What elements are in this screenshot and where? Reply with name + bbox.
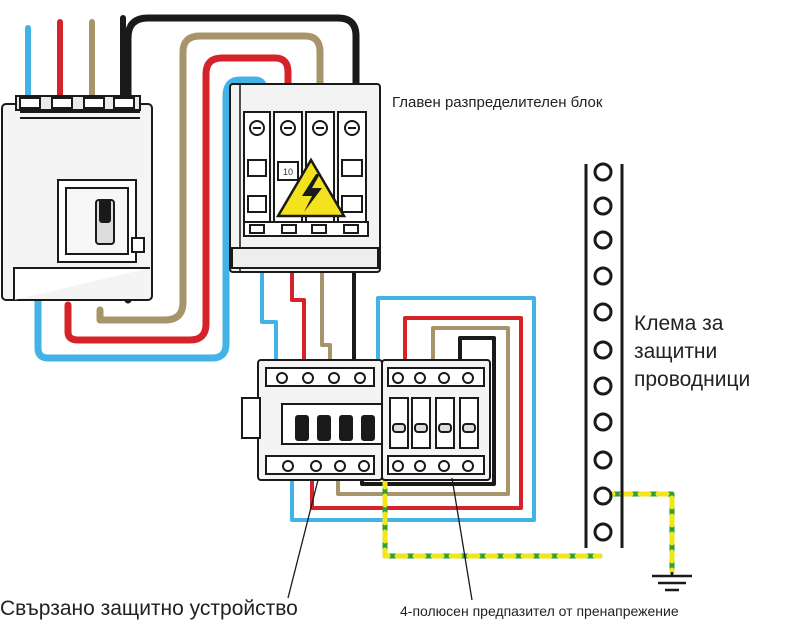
high-voltage-warning-icon (275, 157, 347, 218)
pe-wire-green (382, 475, 603, 559)
rcd-label: Свързано защитно устройство (0, 597, 298, 620)
spd-wire-blue (290, 296, 536, 522)
distribution-block (229, 83, 381, 273)
protective-bar-label: Клема за защитни проводници (634, 310, 794, 394)
spd-wire-black (360, 336, 496, 486)
block-number: 10 (283, 167, 293, 177)
spd-wire-brown (336, 326, 510, 496)
protective-bar-label-line3: проводници (634, 368, 751, 391)
spd-leader-line (451, 477, 473, 601)
drop-wire-brown (320, 238, 332, 368)
earth-wire-yellow (601, 491, 675, 575)
loop-wire-brown (96, 32, 324, 324)
bus-column-1 (243, 111, 271, 233)
rcd-device (241, 359, 383, 481)
loop-wire-black (124, 14, 360, 304)
protective-bar-label-line2: защитни (634, 340, 718, 363)
rcd-leader-line (287, 479, 319, 599)
protective-bar-label-line1: Клема за (634, 312, 724, 335)
earth-wire-green (601, 491, 675, 575)
main-breaker (1, 95, 153, 301)
loop-wire-blue (34, 76, 269, 362)
ground-icon (652, 572, 692, 592)
pe-wire-yellow (382, 475, 603, 559)
drop-wire-blue (260, 238, 278, 368)
protective-conductor-bar (584, 162, 624, 548)
distribution-block-label: Главен разпределителен блок (392, 94, 603, 111)
spd-device (381, 359, 491, 481)
spd-label: 4-полюсен предпазител от пренапрежение (400, 603, 679, 619)
loop-wire-red (64, 54, 292, 344)
